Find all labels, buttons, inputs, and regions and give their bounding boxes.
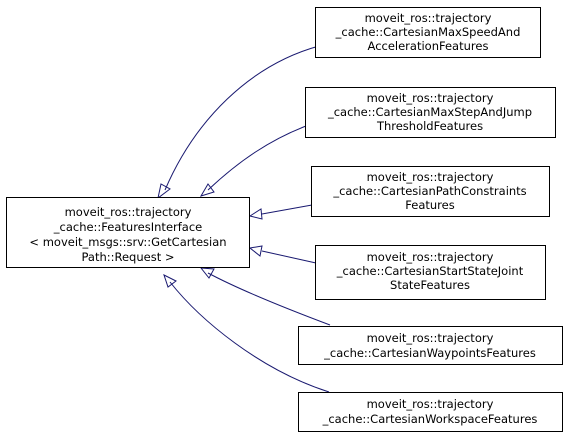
derived-class-line: _cache::CartesianStartStateJoint — [336, 264, 524, 278]
edge-startstate-to-base — [248, 245, 317, 264]
derived-class-line: moveit_ros::trajectory — [367, 250, 494, 264]
base-class-line-3: < moveit_msgs::srv::GetCartesian — [29, 235, 226, 249]
derived-class-line: Features — [405, 198, 454, 212]
derived-class-line: ThresholdFeatures — [376, 119, 483, 133]
derived-class-line: StateFeatures — [390, 278, 470, 292]
edge-maxstep-to-base — [199, 125, 307, 197]
derived-class-node-workspace[interactable]: moveit_ros::trajectory _cache::Cartesian… — [298, 392, 563, 432]
derived-class-line: moveit_ros::trajectory — [367, 91, 494, 105]
derived-class-line: _cache::CartesianWorkspaceFeatures — [322, 412, 538, 426]
derived-class-node-waypoints[interactable]: moveit_ros::trajectory _cache::Cartesian… — [298, 326, 563, 365]
derived-class-node-pathconstraints[interactable]: moveit_ros::trajectory _cache::Cartesian… — [311, 166, 550, 217]
edge-pathconstraints-to-base — [248, 204, 313, 220]
derived-class-line: _cache::CartesianMaxSpeedAnd — [335, 25, 521, 39]
derived-class-node-maxstep[interactable]: moveit_ros::trajectory _cache::Cartesian… — [305, 87, 556, 138]
derived-class-line: AccelerationFeatures — [368, 39, 489, 53]
derived-class-line: _cache::CartesianWaypointsFeatures — [323, 346, 536, 360]
derived-class-line: _cache::CartesianPathConstraints — [332, 184, 526, 198]
base-class-line-1: moveit_ros::trajectory — [65, 205, 192, 219]
edge-workspace-to-base — [163, 274, 330, 393]
derived-class-line: moveit_ros::trajectory — [367, 170, 494, 184]
base-class-line-2: _cache::FeaturesInterface — [53, 220, 203, 234]
base-class-line-4: Path::Request > — [81, 250, 174, 264]
derived-class-line: moveit_ros::trajectory — [365, 11, 492, 25]
derived-class-node-startstate[interactable]: moveit_ros::trajectory _cache::Cartesian… — [315, 245, 546, 300]
derived-class-line: moveit_ros::trajectory — [367, 397, 494, 411]
derived-class-line: _cache::CartesianMaxStepAndJump — [327, 105, 532, 119]
derived-class-line: moveit_ros::trajectory — [367, 331, 494, 345]
edge-waypoints-to-base — [199, 267, 331, 326]
derived-class-node-maxspeed[interactable]: moveit_ros::trajectory _cache::Cartesian… — [315, 7, 541, 58]
base-class-node[interactable]: moveit_ros::trajectory _cache::FeaturesI… — [6, 197, 250, 268]
edge-maxspeed-to-base — [157, 45, 320, 200]
